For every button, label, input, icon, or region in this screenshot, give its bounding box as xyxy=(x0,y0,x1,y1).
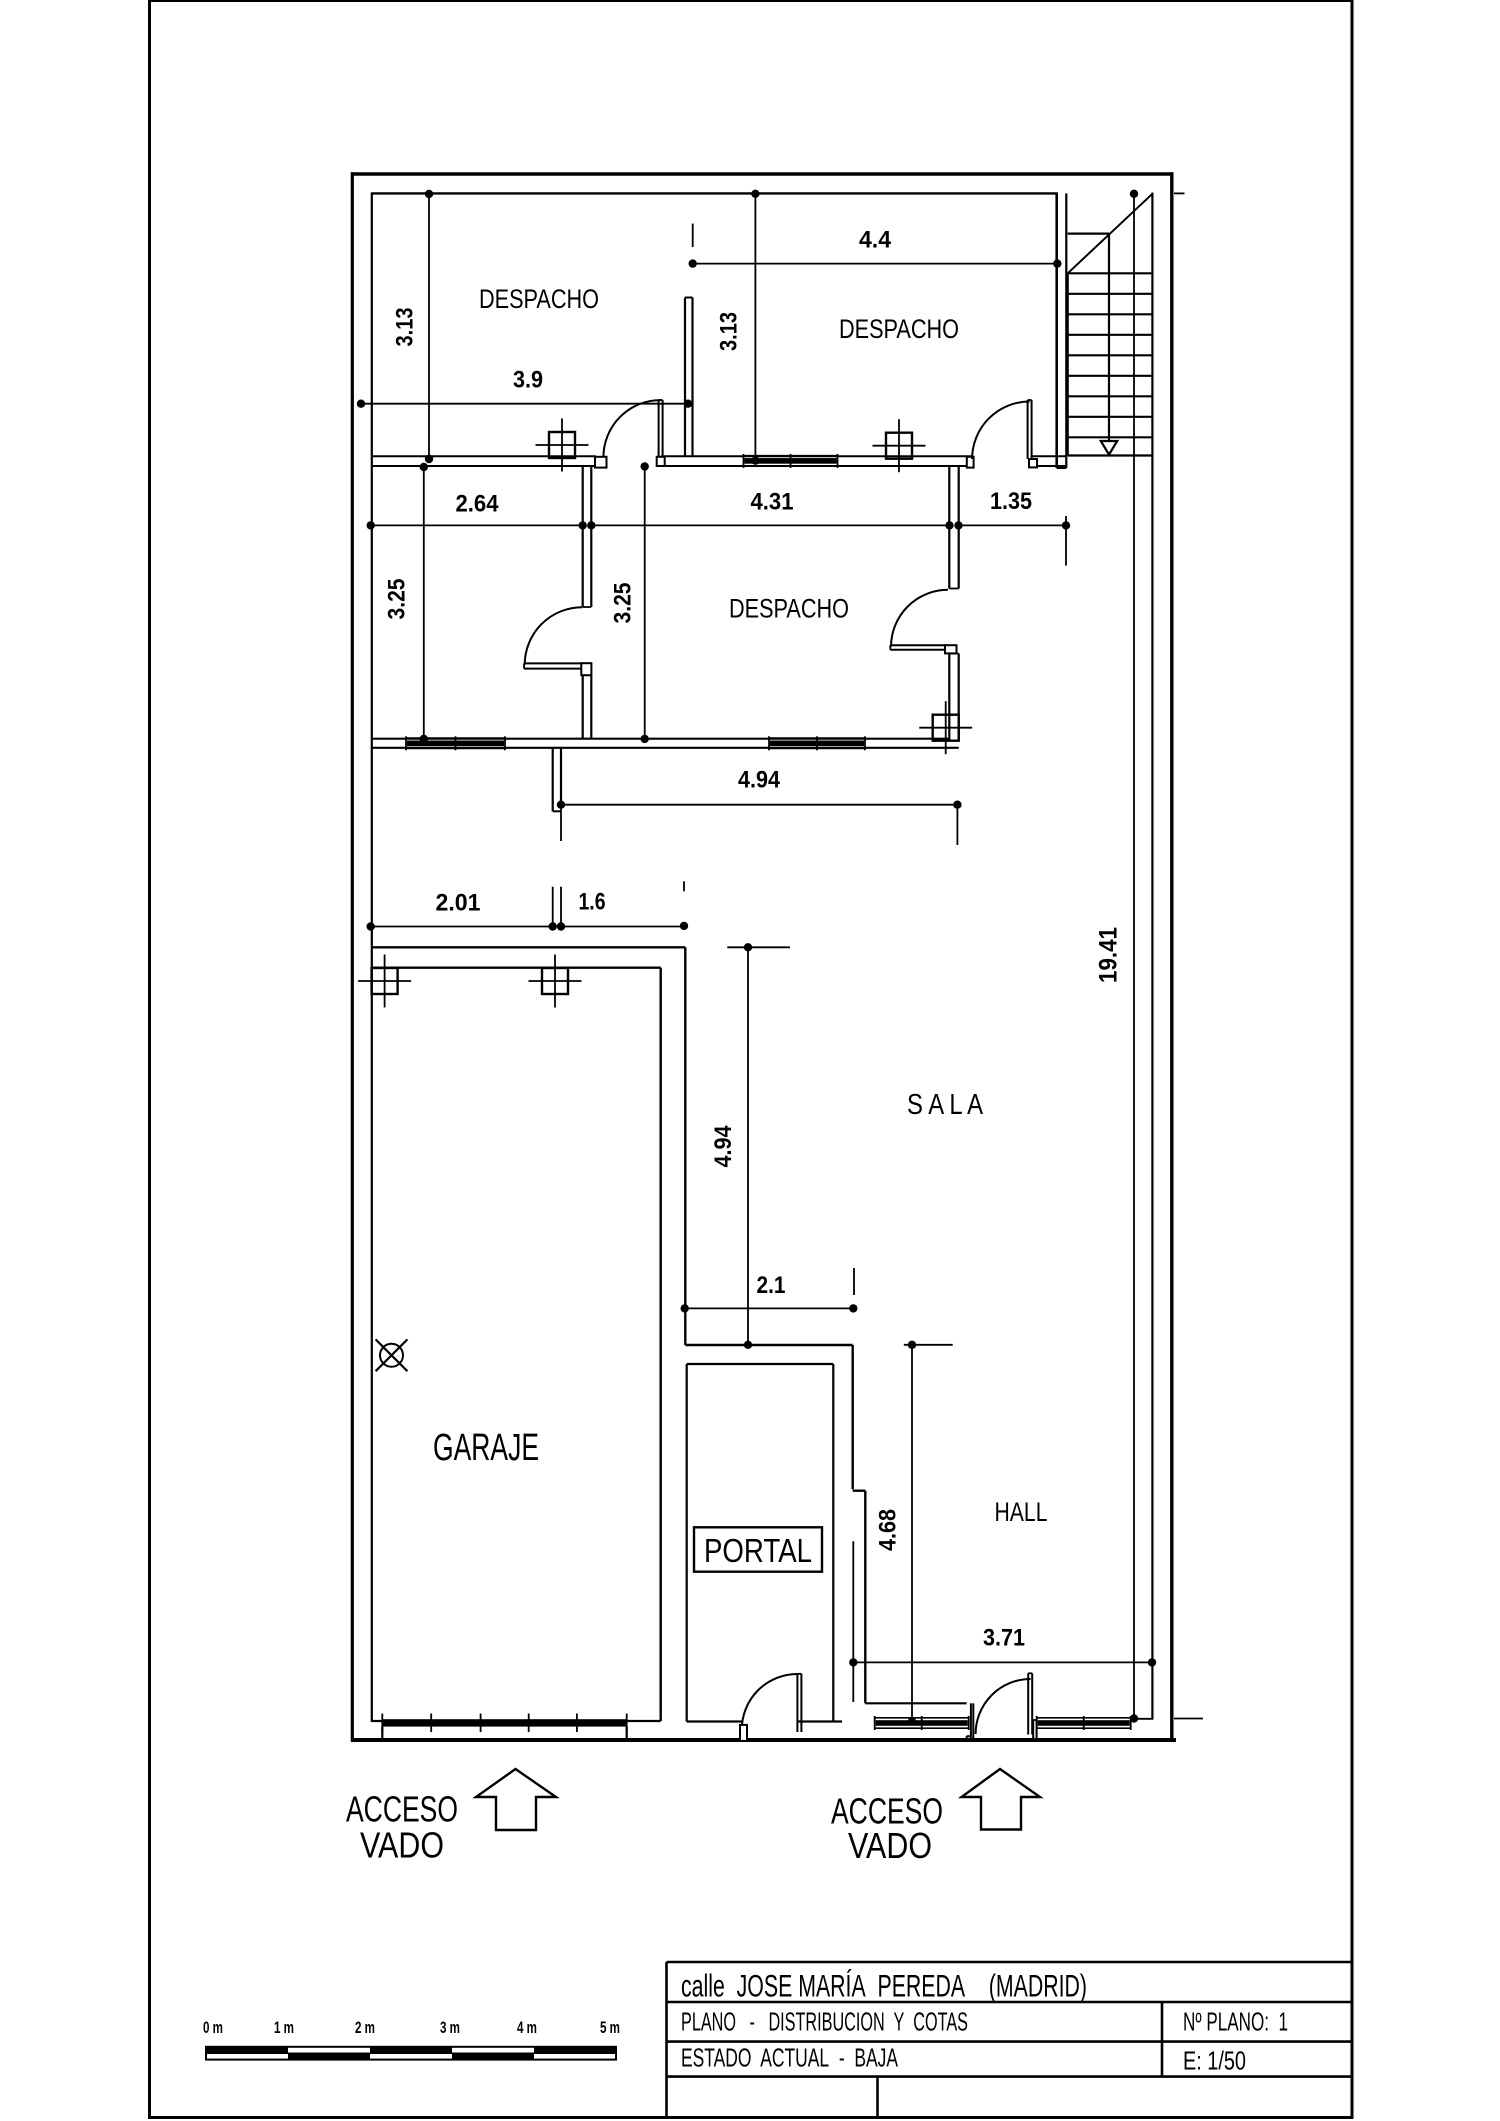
svg-text:1 m: 1 m xyxy=(274,2019,294,2037)
svg-text:ACCESO: ACCESO xyxy=(346,1789,458,1830)
svg-text:VADO: VADO xyxy=(848,1825,932,1866)
svg-text:PORTAL: PORTAL xyxy=(704,1532,812,1569)
svg-text:ACCESO: ACCESO xyxy=(831,1791,943,1832)
svg-text:DESPACHO: DESPACHO xyxy=(479,284,599,314)
svg-text:PLANO - DISTRIBUCION Y C: PLANO - DISTRIBUCION Y COTAS xyxy=(681,2009,968,2037)
svg-text:DESPACHO: DESPACHO xyxy=(839,314,959,344)
svg-text:3.13: 3.13 xyxy=(716,312,743,351)
svg-text:3 m: 3 m xyxy=(440,2019,460,2037)
svg-text:DESPACHO: DESPACHO xyxy=(729,594,849,624)
svg-text:3.13: 3.13 xyxy=(392,308,419,347)
svg-text:2.01: 2.01 xyxy=(436,890,481,917)
svg-text:ESTADO ACTUAL - BAJA: ESTADO ACTUAL - BAJA xyxy=(681,2045,898,2073)
svg-text:0 m: 0 m xyxy=(203,2019,223,2037)
svg-text:2 m: 2 m xyxy=(355,2019,375,2037)
svg-text:4.94: 4.94 xyxy=(710,1125,737,1168)
svg-text:4.4: 4.4 xyxy=(859,227,892,254)
svg-text:3.9: 3.9 xyxy=(513,367,543,394)
svg-text:4.31: 4.31 xyxy=(751,489,794,516)
svg-text:2.64: 2.64 xyxy=(456,491,500,518)
svg-text:2.1: 2.1 xyxy=(757,1272,786,1299)
svg-text:4.94: 4.94 xyxy=(738,767,781,794)
svg-text:VADO: VADO xyxy=(360,1825,444,1866)
svg-text:19.41: 19.41 xyxy=(1095,927,1123,983)
svg-text:3.71: 3.71 xyxy=(983,1625,1025,1652)
svg-text:HALL: HALL xyxy=(995,1497,1048,1527)
svg-text:4 m: 4 m xyxy=(517,2019,537,2037)
svg-text:calle JOSE MARÍA PEREDA (: calle JOSE MARÍA PEREDA (MADRID) xyxy=(681,1968,1087,2004)
svg-text:E: 1/50: E: 1/50 xyxy=(1183,2046,1246,2076)
svg-text:3.25: 3.25 xyxy=(384,579,411,620)
svg-text:3.25: 3.25 xyxy=(610,583,637,624)
svg-text:S A L A: S A L A xyxy=(907,1089,984,1121)
svg-text:5 m: 5 m xyxy=(600,2019,620,2037)
svg-text:GARAJE: GARAJE xyxy=(433,1427,539,1469)
svg-text:1.35: 1.35 xyxy=(990,488,1032,515)
svg-text:4.68: 4.68 xyxy=(875,1509,902,1551)
svg-text:1.6: 1.6 xyxy=(579,889,606,916)
svg-text:Nº PLANO: 1: Nº PLANO: 1 xyxy=(1183,2009,1288,2037)
